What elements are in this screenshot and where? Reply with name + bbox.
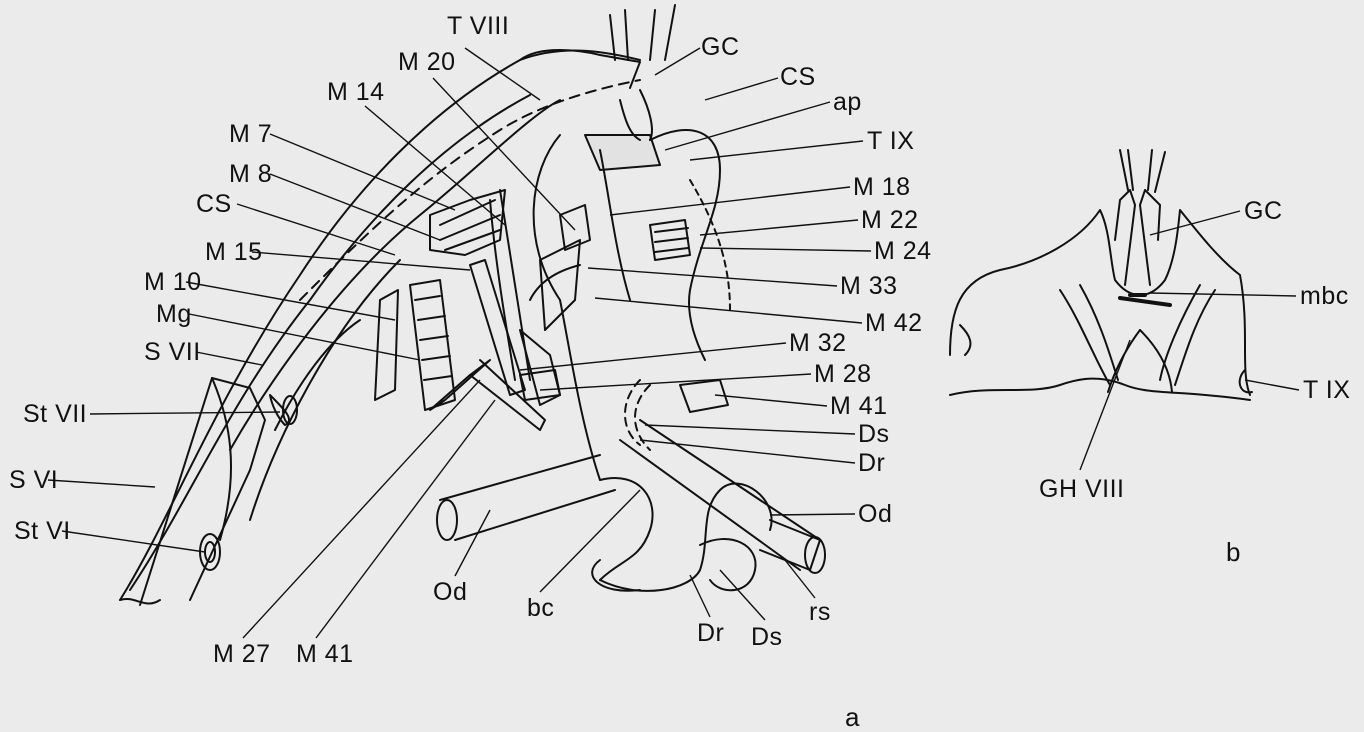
- leader-line-ds-bottom: [720, 570, 765, 620]
- label-ap: ap: [833, 88, 862, 116]
- label-m32: M 32: [789, 329, 847, 357]
- leader-line-m41-right: [715, 395, 827, 406]
- label-st-vii: St VII: [23, 400, 87, 428]
- label-ds-right: Ds: [858, 420, 890, 448]
- label-m41-right: M 41: [830, 392, 888, 420]
- label-cs-left: CS: [196, 190, 232, 218]
- leader-line-ds-right: [645, 425, 855, 434]
- leader-line-m28: [540, 374, 811, 390]
- leader-line-cs-top: [705, 78, 778, 100]
- leader-line-m8: [270, 174, 440, 240]
- leader-line-m32: [520, 343, 786, 370]
- leader-line-b-mbc: [1150, 293, 1296, 296]
- panel-label-b: b: [1226, 538, 1240, 566]
- label-m33: M 33: [840, 272, 898, 300]
- label-mg: Mg: [156, 300, 192, 328]
- label-m8: M 8: [229, 160, 272, 188]
- label-m7: M 7: [229, 120, 272, 148]
- label-bc: bc: [527, 594, 554, 622]
- leader-line-m42: [595, 298, 862, 323]
- label-rs: rs: [809, 598, 831, 626]
- label-m42: M 42: [865, 309, 923, 337]
- leader-line-dr-right: [640, 440, 855, 463]
- label-od-left: Od: [433, 578, 467, 606]
- label-ds-bottom: Ds: [751, 623, 783, 651]
- leader-line-od-left: [455, 510, 490, 576]
- label-od-right: Od: [858, 500, 892, 528]
- label-st-vi: St VI: [14, 517, 71, 545]
- label-m24: M 24: [874, 237, 932, 265]
- leader-line-mg: [189, 314, 420, 360]
- leader-line-m24: [700, 248, 871, 251]
- label-b-gc: GC: [1244, 197, 1283, 225]
- label-cs-top: CS: [780, 63, 816, 91]
- label-m15: M 15: [205, 238, 263, 266]
- leader-line-t-ix: [690, 141, 863, 160]
- label-m10: M 10: [144, 268, 202, 296]
- label-t-viii: T VIII: [447, 12, 509, 40]
- label-s-vii: S VII: [144, 338, 201, 366]
- leader-line-ap: [665, 102, 830, 150]
- label-m18: M 18: [853, 173, 911, 201]
- leader-line-m18: [610, 187, 850, 215]
- leader-line-m41-bottom: [316, 400, 495, 638]
- label-b-mbc: mbc: [1300, 282, 1349, 310]
- label-dr-right: Dr: [858, 449, 885, 477]
- leader-line-od-right: [770, 514, 855, 515]
- leader-line-bc: [540, 490, 640, 592]
- leader-line-dr-bottom: [690, 575, 710, 617]
- label-gc: GC: [701, 33, 740, 61]
- leader-line-s-vi: [48, 480, 155, 487]
- label-b-t-ix: T IX: [1303, 376, 1350, 404]
- leader-line-s-vii: [196, 352, 262, 365]
- leader-line-m7: [270, 134, 455, 210]
- leader-line-gc: [655, 48, 700, 75]
- label-s-vi: S VI: [9, 466, 58, 494]
- label-m22: M 22: [861, 206, 919, 234]
- label-m28: M 28: [814, 360, 872, 388]
- leader-line-st-vi: [62, 531, 205, 552]
- leader-line-m22: [700, 220, 858, 235]
- leader-line-b-gh-viii: [1080, 340, 1130, 470]
- leader-line-b-gc: [1150, 211, 1240, 235]
- label-b-gh-viii: GH VIII: [1039, 475, 1124, 503]
- label-m41-bottom: M 41: [296, 640, 354, 668]
- label-m14: M 14: [327, 78, 385, 106]
- leader-line-m15: [252, 252, 470, 270]
- leader-line-b-t-ix: [1245, 380, 1299, 390]
- label-t-ix: T IX: [867, 127, 914, 155]
- label-dr-bottom: Dr: [697, 619, 724, 647]
- label-m20: M 20: [398, 48, 456, 76]
- label-m27: M 27: [213, 640, 271, 668]
